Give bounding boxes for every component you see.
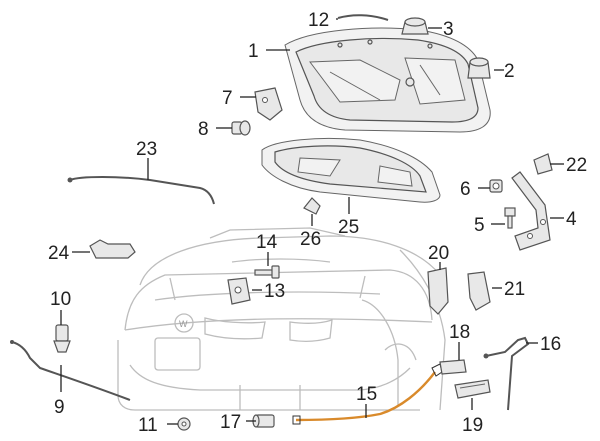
- callout-1: 1: [248, 41, 259, 62]
- hood-insulator-part-25: [261, 137, 441, 203]
- callout-26: 26: [300, 229, 321, 250]
- bracket-part-20: [427, 267, 449, 315]
- callout-7: 7: [222, 88, 233, 109]
- callout-19: 19: [462, 415, 483, 436]
- nut-part-6: [489, 179, 503, 193]
- latch-part-13: [227, 277, 251, 305]
- bumper-cushion-part-2: [467, 57, 491, 79]
- hood-panel: [284, 27, 491, 133]
- callout-17: 17: [220, 412, 241, 433]
- release-lever-part-16: [483, 336, 530, 411]
- callout-22: 22: [566, 155, 587, 176]
- callout-8: 8: [198, 119, 209, 140]
- callout-10: 10: [50, 289, 71, 310]
- bracket-part-7: [254, 87, 283, 121]
- bolt-part-14: [254, 265, 280, 279]
- bolt-part-5: [504, 207, 516, 229]
- car-front-outline: W: [117, 227, 446, 411]
- callout-20: 20: [428, 243, 449, 264]
- hood-seal-strip: [337, 14, 389, 21]
- bumper-part-22: [533, 153, 553, 175]
- callout-12: 12: [308, 10, 329, 31]
- prop-rod-part-23: [69, 176, 215, 205]
- bumper-stop-part-3: [401, 17, 429, 35]
- leader-lines: [60, 18, 564, 425]
- clip-part-26: [303, 197, 321, 215]
- bracket-part-24: [89, 239, 136, 259]
- callout-5: 5: [474, 215, 485, 236]
- callout-15: 15: [356, 384, 377, 405]
- callout-labels: 1 2 3 4 5 6 7 8 9 10 11 12 13 14 15 16 1…: [48, 10, 587, 436]
- callout-3: 3: [443, 19, 454, 40]
- callout-23: 23: [136, 139, 157, 160]
- handle-part-19: [454, 379, 491, 399]
- callout-21: 21: [504, 279, 525, 300]
- callout-16: 16: [540, 334, 561, 355]
- hinge-part-4: [511, 171, 551, 251]
- callout-13: 13: [264, 281, 285, 302]
- callout-24: 24: [48, 243, 70, 264]
- release-rod-part-9: [11, 341, 131, 401]
- callout-14: 14: [256, 232, 278, 253]
- fastener-part-17: [252, 414, 275, 428]
- callout-2: 2: [504, 61, 515, 82]
- vw-logo: W: [179, 319, 188, 329]
- block-part-18: [439, 359, 467, 375]
- callout-25: 25: [338, 217, 359, 238]
- callout-9: 9: [54, 397, 65, 418]
- callout-6: 6: [460, 179, 471, 200]
- callout-18: 18: [449, 322, 470, 343]
- sensor-part-10: [53, 324, 71, 353]
- bolt-part-8: [231, 120, 251, 136]
- callout-4: 4: [566, 209, 577, 230]
- callout-11: 11: [138, 415, 158, 436]
- bracket-part-21: [467, 271, 491, 311]
- nut-part-11: [177, 417, 191, 431]
